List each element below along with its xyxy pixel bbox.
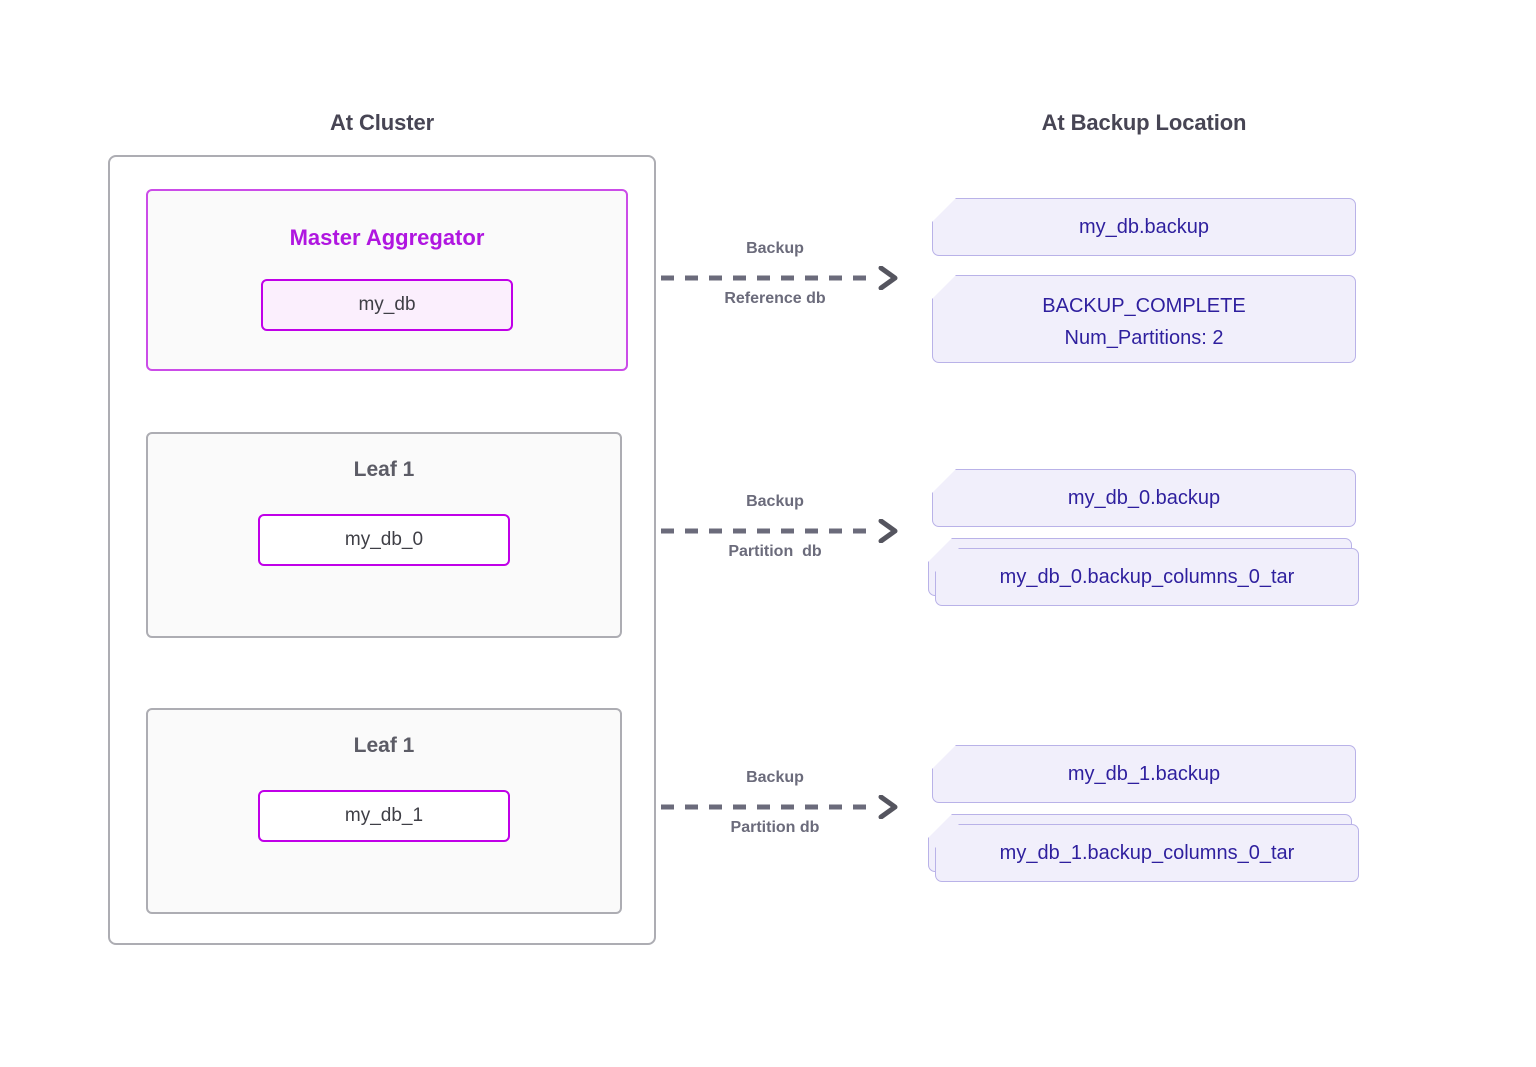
- backup-file-label: my_db_1.backup_columns_0_tar: [999, 841, 1295, 864]
- backup-file-stack-my-db-1-columns: my_db_1.backup_columns_0_tar: [928, 814, 1359, 886]
- node-title-master-aggregator: Master Aggregator: [289, 225, 485, 250]
- node-title-leaf-1-second: Leaf 1: [353, 734, 415, 757]
- file-shape: [932, 469, 1356, 527]
- db-chip-my-db-1: my_db_1: [258, 790, 510, 842]
- db-chip-my-db-0: my_db_0: [258, 514, 510, 566]
- backup-file-label: my_db_0.backup_columns_0_tar: [999, 565, 1295, 588]
- db-chip-my-db: my_db: [261, 279, 513, 331]
- file-shape-front: [935, 548, 1359, 606]
- file-shape: [932, 745, 1356, 803]
- column-title-cluster: At Cluster: [329, 110, 435, 135]
- dashed-arrow-icon: [661, 519, 898, 543]
- backup-status-line-2: Num_Partitions: 2: [1064, 327, 1224, 349]
- backup-status-complete: BACKUP_COMPLETE Num_Partitions: 2: [932, 275, 1356, 363]
- arrow-backup-reference-db: Backup Reference db: [645, 226, 905, 336]
- arrow-backup-partition-db-0: Backup Partition db: [645, 479, 905, 589]
- backup-status-line-1: BACKUP_COMPLETE: [1042, 295, 1246, 317]
- arrow-backup-partition-db-1: Backup Partition db: [645, 755, 905, 865]
- arrow-label-backup-1: Backup: [746, 493, 804, 510]
- file-shape-front: [935, 824, 1359, 882]
- arrow-label-backup-0: Backup: [746, 240, 804, 257]
- arrow-label-reference-db: Reference db: [724, 290, 826, 307]
- arrow-label-partition-db-1: Partition db: [730, 819, 820, 836]
- backup-file-label: my_db_1.backup: [1067, 762, 1221, 785]
- backup-file-label: my_db.backup: [1078, 215, 1210, 238]
- column-title-backup-location: At Backup Location: [1041, 110, 1247, 135]
- dashed-arrow-icon: [661, 266, 898, 290]
- backup-file-my-db-backup: my_db.backup: [932, 198, 1356, 256]
- node-master-aggregator: Master Aggregator my_db: [146, 189, 628, 371]
- file-shape: [932, 198, 1356, 256]
- node-title-leaf-1-first: Leaf 1: [353, 458, 415, 481]
- arrow-label-backup-2: Backup: [746, 769, 804, 786]
- node-leaf-1-second: Leaf 1 my_db_1: [146, 708, 622, 914]
- backup-file-my-db-0-backup: my_db_0.backup: [932, 469, 1356, 527]
- node-leaf-1-first: Leaf 1 my_db_0: [146, 432, 622, 638]
- backup-file-my-db-1-backup: my_db_1.backup: [932, 745, 1356, 803]
- backup-file-label: my_db_0.backup: [1067, 486, 1221, 509]
- arrow-label-partition-db-0: Partition db: [728, 543, 822, 560]
- backup-file-stack-my-db-0-columns: my_db_0.backup_columns_0_tar: [928, 538, 1359, 610]
- dashed-arrow-icon: [661, 795, 898, 819]
- file-shape: [932, 275, 1356, 363]
